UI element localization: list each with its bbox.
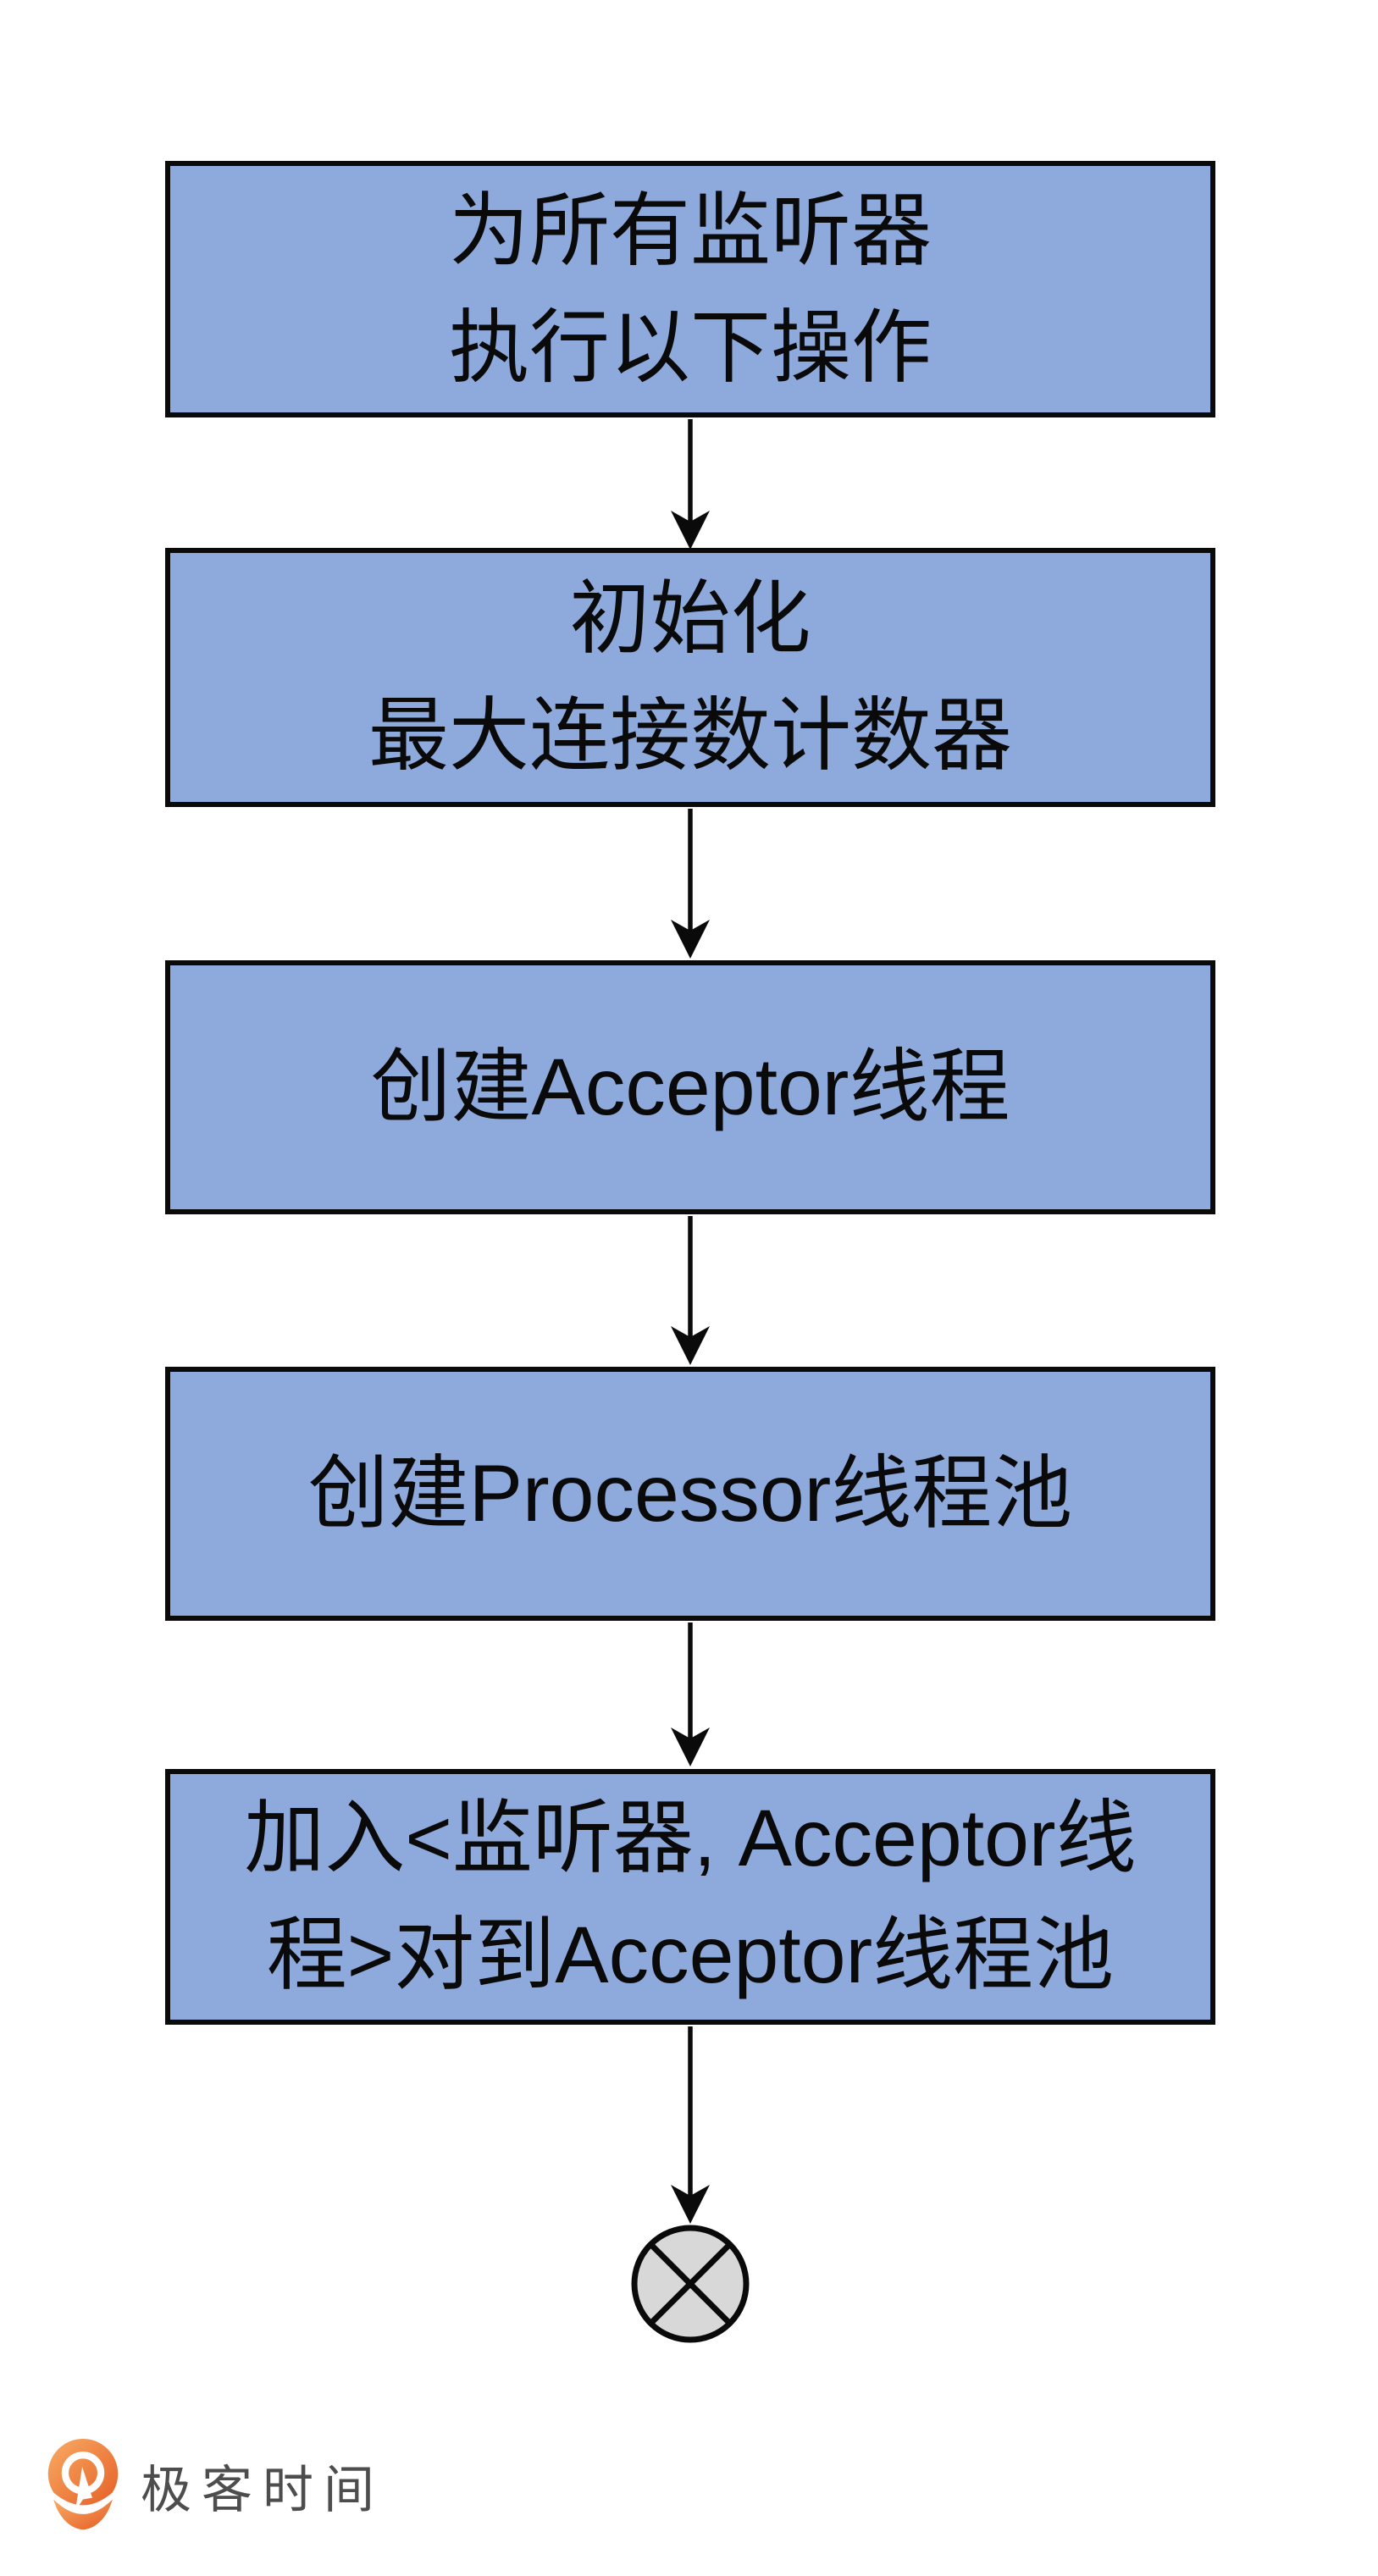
circle-x-end-icon xyxy=(631,2225,750,2343)
flow-node-step-3: 创建Acceptor线程 xyxy=(165,960,1215,1214)
flow-arrow-5 xyxy=(671,2026,710,2224)
brand-name: 极客时间 xyxy=(141,2461,385,2518)
flow-node-step-2: 初始化 最大连接数计数器 xyxy=(165,548,1215,807)
flow-node-label-line: 创建Acceptor线程 xyxy=(370,1042,1010,1132)
flow-node-step-5: 加入<监听器, Acceptor线 程>对到Acceptor线程池 xyxy=(165,1769,1215,2025)
flow-arrow-2 xyxy=(671,809,710,959)
geektime-pin-icon xyxy=(44,2439,122,2530)
flow-node-step-1: 为所有监听器 执行以下操作 xyxy=(165,161,1215,417)
flow-node-label-line: 为所有监听器 xyxy=(448,185,932,276)
flow-node-label-line: 加入<监听器, Acceptor线 xyxy=(244,1794,1137,1883)
flow-node-label-line: 程>对到Acceptor线程池 xyxy=(266,1910,1115,2000)
brand-footer: 极客时间 xyxy=(44,2439,385,2532)
flow-node-label-line: 初始化 xyxy=(569,574,811,664)
flow-arrow-3 xyxy=(671,1216,710,1365)
flow-arrow-1 xyxy=(671,419,710,550)
flow-arrow-4 xyxy=(671,1622,710,1766)
flow-node-label-line: 创建Processor线程池 xyxy=(307,1449,1073,1539)
flow-node-step-4: 创建Processor线程池 xyxy=(165,1367,1215,1621)
flow-node-label-line: 执行以下操作 xyxy=(448,302,932,393)
flow-node-label-line: 最大连接数计数器 xyxy=(368,691,1012,781)
